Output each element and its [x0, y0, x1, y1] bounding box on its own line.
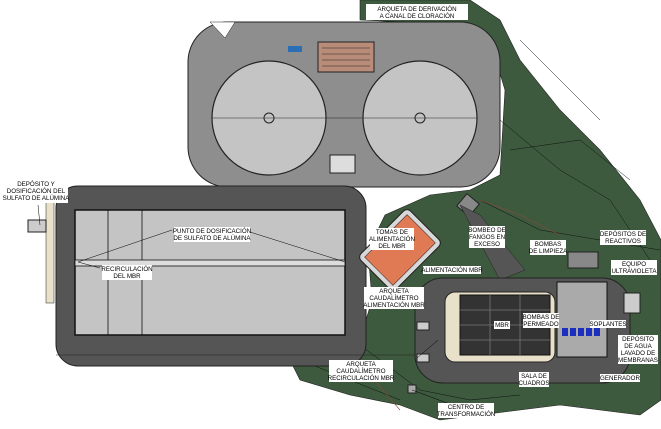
label-bombas-limpieza: BOMBAS DE LIMPIEZA: [529, 240, 568, 255]
blue-tank: [288, 46, 302, 52]
svg-text:MBR: MBR: [495, 322, 509, 329]
svg-text:CAUDALÍMETRO: CAUDALÍMETRO: [336, 368, 385, 375]
svg-text:ARQUETA: ARQUETA: [346, 361, 376, 368]
recirculation-channel: [74, 259, 346, 267]
svg-text:MEMBRANAS: MEMBRANAS: [618, 357, 658, 364]
blower-room: [556, 281, 608, 358]
label-sala-cuadros: SALA DE CUADROS: [519, 372, 550, 387]
label-mbr: MBR: [494, 321, 510, 329]
svg-text:A CANAL DE CLORACIÓN: A CANAL DE CLORACIÓN: [380, 13, 455, 20]
svg-text:DEL MBR: DEL MBR: [113, 273, 141, 280]
svg-text:DE LIMPIEZA: DE LIMPIEZA: [529, 248, 568, 255]
transformer-center: [407, 384, 417, 394]
label-tomas-alimentacion: TOMAS DE ALIMENTACIÓN DEL MBR: [369, 228, 415, 250]
blowers: [562, 328, 600, 336]
label-bombeo-fangos: BOMBEO DE FANGOS EN EXCESO: [468, 226, 506, 248]
sulfate-deposit-box: [27, 219, 47, 233]
label-arqueta-caudalimetro-alim: ARQUETA CAUDALÍMETRO ALIMENTACIÓN MBR: [363, 287, 425, 309]
wash-water-tank: [623, 292, 641, 314]
svg-text:SULFATO DE ALÚMINA: SULFATO DE ALÚMINA: [3, 195, 71, 202]
sludge-pump-box: [456, 193, 480, 217]
label-equipo-uv: EQUIPO ULTRAVIOLETA: [611, 260, 657, 275]
label-recirculacion: RECIRCULACIÓN DEL MBR: [101, 265, 153, 280]
svg-text:TOMAS DE: TOMAS DE: [376, 229, 408, 236]
svg-text:EQUIPO: EQUIPO: [622, 261, 646, 268]
chlorination-baffles: [322, 47, 370, 67]
svg-text:CUADROS: CUADROS: [519, 380, 550, 387]
svg-text:ALIMENTACIÓN MBR: ALIMENTACIÓN MBR: [421, 267, 483, 274]
svg-text:TRANSFORMACIÓN: TRANSFORMACIÓN: [437, 411, 496, 418]
label-arqueta-derivacion: ARQUETA DE DERIVACIÓN A CANAL DE CLORACI…: [366, 4, 468, 20]
svg-text:DE SULFATO DE ALÚMINA: DE SULFATO DE ALÚMINA: [173, 235, 251, 242]
label-deposito-sulfato: DEPÓSITO Y DOSIFICACIÓN DEL SULFATO DE A…: [3, 180, 71, 203]
label-alimentacion-mbr: ALIMENTACIÓN MBR: [421, 266, 483, 274]
label-generador: GENERADOR: [600, 374, 640, 382]
svg-text:DEPÓSITOS DE: DEPÓSITOS DE: [600, 231, 646, 238]
access-ramp: [209, 21, 236, 39]
svg-text:SALA DE: SALA DE: [521, 373, 547, 380]
svg-text:DOSIFICACIÓN DEL: DOSIFICACIÓN DEL: [7, 188, 66, 195]
svg-text:GENERADOR: GENERADOR: [600, 375, 640, 382]
svg-text:DE AGUA: DE AGUA: [624, 343, 652, 350]
svg-text:BOMBEO DE: BOMBEO DE: [468, 227, 505, 234]
label-centro-transformacion: CENTRO DE TRANSFORMACIÓN: [437, 403, 496, 418]
small-building: [329, 154, 356, 174]
svg-text:DEPÓSITO: DEPÓSITO: [622, 336, 654, 343]
label-bombas-permeado: BOMBAS DE PERMEADO: [523, 313, 560, 328]
svg-text:DEPÓSITO Y: DEPÓSITO Y: [17, 181, 55, 188]
svg-text:ARQUETA: ARQUETA: [379, 288, 409, 295]
svg-text:ALIMENTACIÓN MBR: ALIMENTACIÓN MBR: [363, 302, 425, 309]
svg-text:EXCESO: EXCESO: [474, 241, 500, 248]
uv-equipment: [567, 251, 599, 269]
flowmeter-recirc: [416, 353, 430, 363]
svg-text:CAUDALÍMETRO: CAUDALÍMETRO: [369, 295, 418, 302]
svg-text:FANGOS EN: FANGOS EN: [469, 234, 505, 241]
label-depositos-reactivos: DEPÓSITOS DE REACTIVOS: [600, 230, 646, 245]
contour-lines: [299, 39, 661, 401]
svg-text:DEL MBR: DEL MBR: [378, 243, 406, 250]
flowmeter-feed: [416, 321, 430, 331]
svg-text:CENTRO DE: CENTRO DE: [448, 404, 484, 411]
svg-text:LAVADO DE: LAVADO DE: [621, 350, 656, 357]
chlorination-channel: [317, 41, 375, 73]
svg-text:RECIRCULACIÓN: RECIRCULACIÓN: [101, 266, 152, 273]
left-wall: [45, 192, 55, 304]
label-soplantes: SOPLANTES: [589, 320, 627, 328]
svg-text:ARQUETA DE DERIVACIÓN: ARQUETA DE DERIVACIÓN: [377, 6, 456, 13]
svg-text:PUNTO DE DOSIFICACIÓN: PUNTO DE DOSIFICACIÓN: [173, 228, 251, 235]
label-arqueta-caudalimetro-recirc: ARQUETA CAUDALÍMETRO RECIRCULACIÓN MBR: [328, 360, 395, 382]
svg-text:ALIMENTACIÓN: ALIMENTACIÓN: [369, 236, 415, 243]
svg-text:BOMBAS DE: BOMBAS DE: [523, 314, 560, 321]
svg-text:SOPLANTES: SOPLANTES: [589, 321, 626, 328]
label-punto-dosificacion: PUNTO DE DOSIFICACIÓN DE SULFATO DE ALÚM…: [173, 227, 251, 242]
svg-text:REACTIVOS: REACTIVOS: [605, 238, 641, 245]
svg-text:PERMEADO: PERMEADO: [523, 321, 559, 328]
svg-text:RECIRCULACIÓN MBR: RECIRCULACIÓN MBR: [328, 375, 395, 382]
svg-text:BOMBAS: BOMBAS: [535, 241, 561, 248]
label-deposito-agua: DEPÓSITO DE AGUA LAVADO DE MEMBRANAS: [618, 335, 658, 364]
svg-text:ULTRAVIOLETA: ULTRAVIOLETA: [611, 268, 657, 275]
